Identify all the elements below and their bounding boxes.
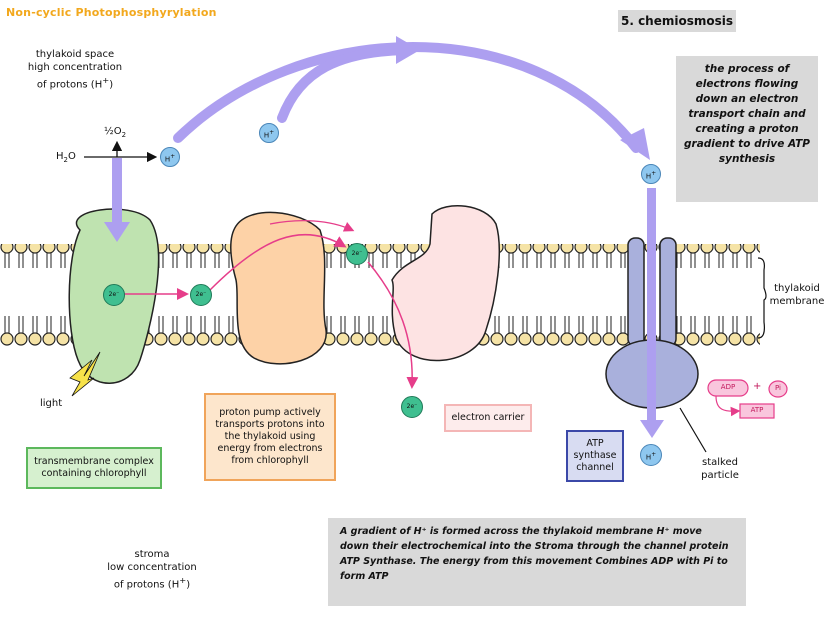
proton-pump-box: proton pump actively transports protons …	[204, 393, 336, 481]
section-label: 5. chemiosmosis	[618, 10, 736, 32]
electron-2e: 2e⁻	[346, 243, 368, 265]
diagram-title: Non-cyclic Photophosphyrylation	[6, 6, 217, 19]
atp-synthase-box: ATP synthase channel	[566, 430, 624, 482]
summary-box: A gradient of H⁺ is formed across the th…	[328, 518, 746, 606]
thylakoid-membrane-label: thylakoid membrane	[769, 283, 825, 307]
plus-sign: +	[753, 381, 762, 392]
synthase-proton-arrow-shaft	[647, 188, 656, 424]
proton-flow-large-arc	[173, 42, 641, 153]
small-arc-arrowhead	[396, 36, 420, 64]
water-to-complex-arrow	[112, 158, 122, 226]
proton-h-plus: H+	[160, 147, 180, 167]
adp-pill	[707, 379, 749, 397]
proton-h-plus: H+	[640, 444, 662, 466]
lightning-bolt-icon	[69, 351, 101, 397]
electron-carrier-shape	[391, 204, 501, 362]
electron-path-2	[209, 233, 347, 291]
adp-to-atp-arrow	[715, 395, 741, 417]
transmembrane-complex-box: transmembrane complex containing chlorop…	[26, 447, 162, 489]
synthase-proton-arrowhead	[640, 420, 664, 438]
water-arrowhead	[104, 222, 130, 242]
proton-h-plus: H+	[641, 164, 661, 184]
electron-2e: 2e⁻	[190, 284, 212, 306]
electron-2e: 2e⁻	[401, 396, 423, 418]
membrane-bracket	[757, 257, 767, 339]
atp-label: ATP	[750, 406, 764, 414]
definition-box: the process of electrons flowing down an…	[676, 56, 818, 202]
stalked-particle-label: stalked particle	[701, 457, 739, 481]
pi-pill	[768, 380, 788, 398]
oxygen-label: ½O2	[104, 126, 127, 139]
proton-h-plus: H+	[259, 123, 279, 143]
electron-2e: 2e⁻	[103, 284, 125, 306]
proton-pump-shape	[230, 211, 327, 365]
thylakoid-space-label: thylakoid space high concentration of pr…	[27, 49, 123, 91]
proton-flow-small-arc	[277, 45, 409, 123]
adp-label: ADP	[720, 383, 736, 391]
electron-path-4	[367, 261, 419, 389]
electron-path-3	[269, 219, 355, 232]
pi-label: Pi	[774, 384, 781, 392]
water-label: H2O	[56, 151, 76, 164]
stalked-particle-pointer	[679, 407, 707, 453]
large-arc-arrowhead	[620, 128, 650, 160]
stroma-label: stroma low concentration of protons (H+)	[107, 549, 197, 591]
electron-carrier-box: electron carrier	[444, 404, 532, 432]
light-label: light	[40, 398, 63, 409]
